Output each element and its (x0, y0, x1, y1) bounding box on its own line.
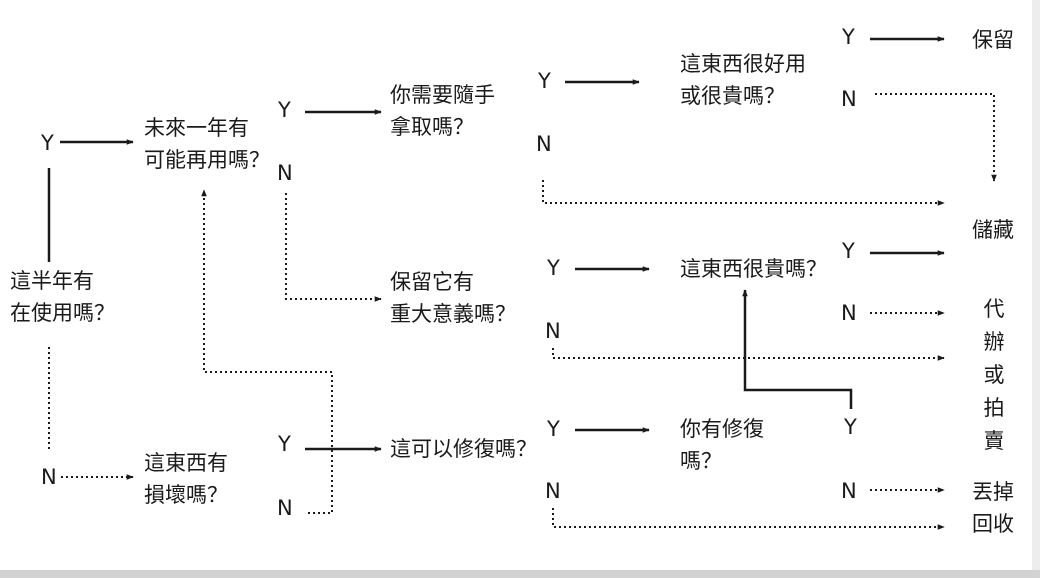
question-line: 這可以修復嗎？ (390, 437, 537, 461)
arrow-useful-no (875, 93, 997, 182)
question-expensive: 這東西很貴嗎？ (680, 253, 827, 285)
question-used-half-year: 這半年有 在使用嗎？ (10, 265, 115, 329)
question-reuse-next-year: 未來一年有 可能再用嗎？ (144, 112, 270, 176)
question-keep-meaningful: 保留它有 重大意義嗎？ (390, 266, 516, 330)
outcome-store: 儲藏 (972, 218, 1014, 242)
arrow-will-repair-yes (742, 289, 853, 409)
question-line: 或很貴嗎？ (680, 84, 785, 108)
label-yes: Y (278, 432, 291, 456)
question-line: 這半年有 (10, 269, 94, 293)
label-yes: Y (842, 25, 855, 49)
label-yes: Y (41, 131, 54, 155)
question-line: 未來一年有 (144, 116, 249, 140)
question-is-broken: 這東西有 損壞嗎？ (144, 447, 228, 511)
label-no: N (841, 87, 857, 111)
question-line: 這東西很好用 (680, 52, 806, 76)
label-yes: Y (278, 98, 291, 122)
outcome-discard: 丟掉 回收 (972, 476, 1014, 540)
question-line: 嗎？ (680, 449, 722, 473)
outcome-sell: 代 辦 或 拍 賣 (982, 293, 1006, 458)
label-no: N (277, 496, 293, 520)
outcome-char: 賣 (983, 429, 1005, 453)
label-yes: Y (547, 417, 560, 441)
label-yes: Y (538, 69, 551, 93)
label-no: N (841, 301, 857, 325)
frame-edge-bottom (0, 570, 1040, 578)
question-line: 損壞嗎？ (144, 483, 228, 507)
outcome-keep: 保留 (972, 28, 1014, 52)
outcome-line: 回收 (972, 512, 1014, 536)
arrow-reuse-no (285, 193, 382, 302)
question-line: 可能再用嗎？ (144, 148, 270, 172)
question-line: 拿取嗎？ (390, 115, 474, 139)
question-line: 在使用嗎？ (10, 301, 115, 325)
question-useful-or-expensive: 這東西很好用 或很貴嗎？ (680, 48, 806, 112)
frame-edge-right (1032, 0, 1040, 578)
question-line: 保留它有 (390, 270, 474, 294)
arrow-keep-no (552, 348, 945, 361)
label-yes: Y (842, 239, 855, 263)
outcome-char: 或 (983, 363, 1005, 387)
question-line: 這東西很貴嗎？ (680, 257, 827, 281)
label-no: N (545, 319, 561, 343)
outcome-char: 代 (983, 297, 1005, 321)
label-yes: Y (844, 415, 857, 439)
question-line: 這東西有 (144, 451, 228, 475)
label-no: N (536, 132, 552, 156)
question-line: 重大意義嗎？ (390, 302, 516, 326)
label-no: N (545, 479, 561, 503)
arrow-grab-no (542, 180, 945, 206)
arrow-repairable-no (552, 508, 945, 530)
label-no: N (41, 465, 57, 489)
arrow-broken-no (201, 189, 333, 514)
label-no: N (277, 161, 293, 185)
outcome-char: 拍 (983, 396, 1005, 420)
question-grab-anytime: 你需要隨手 拿取嗎？ (390, 79, 495, 143)
question-line: 你有修復 (680, 417, 764, 441)
label-yes: Y (547, 256, 560, 280)
flowchart-panel (0, 0, 1032, 570)
outcome-char: 辦 (983, 330, 1005, 354)
question-will-repair: 你有修復 嗎？ (680, 413, 764, 477)
outcome-line: 丟掉 (972, 480, 1014, 504)
question-can-repair: 這可以修復嗎？ (390, 433, 537, 465)
label-no: N (841, 479, 857, 503)
question-line: 你需要隨手 (390, 83, 495, 107)
